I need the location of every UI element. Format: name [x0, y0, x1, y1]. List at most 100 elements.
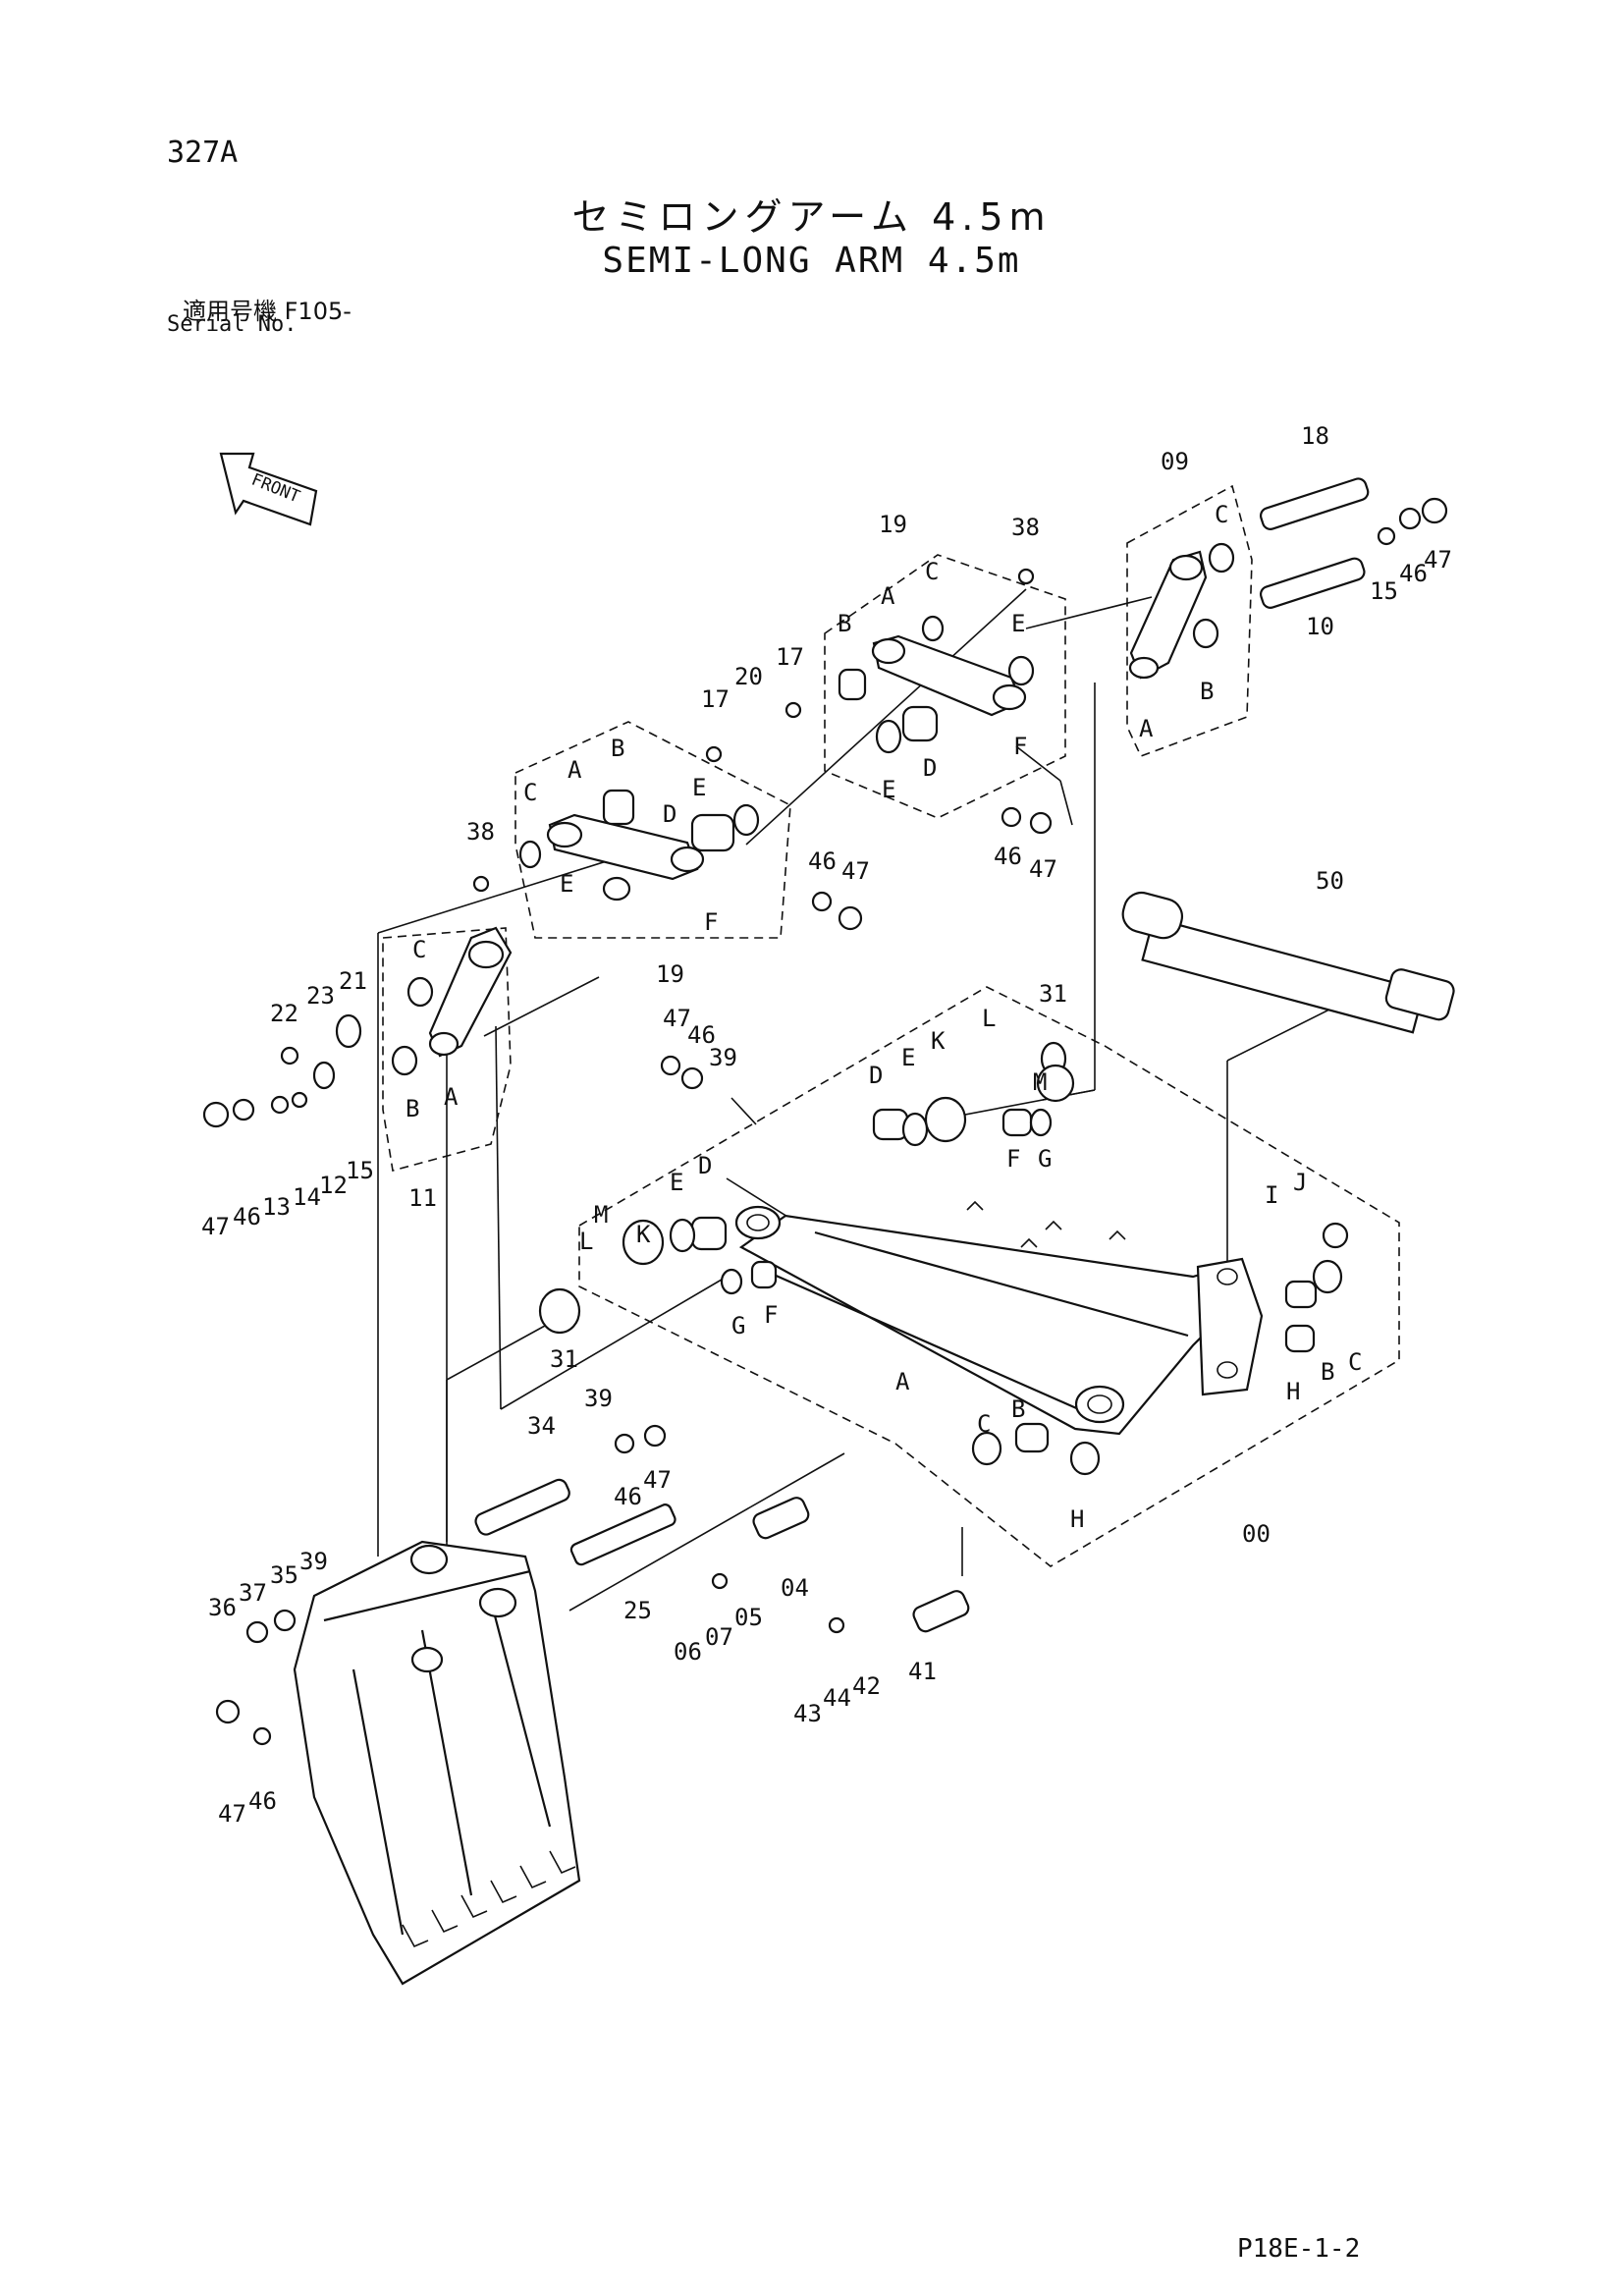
part-letter: E: [901, 1044, 915, 1071]
callout-label: 46: [1399, 560, 1428, 587]
callout-label: 47: [1029, 855, 1057, 883]
callout-label: 43: [793, 1700, 822, 1727]
callout-label: 46: [614, 1483, 642, 1510]
part-letter: B: [1200, 678, 1214, 705]
part-letter: L: [982, 1005, 996, 1032]
callout-label: 09: [1161, 448, 1189, 475]
part-letter: G: [1038, 1145, 1052, 1173]
callout-label: 39: [299, 1548, 328, 1575]
part-letter: K: [931, 1027, 946, 1055]
callout-label: 36: [208, 1594, 237, 1621]
link-09: [1128, 542, 1235, 680]
callout-label: 11: [408, 1184, 437, 1212]
front-arrow-icon: FRONT: [219, 452, 318, 526]
callout-label: 47: [643, 1466, 672, 1494]
hydraulic-cylinder: [1121, 891, 1455, 1034]
callout-label: 10: [1306, 613, 1334, 640]
callout-label: 17: [701, 685, 730, 713]
part-letters: A B C E D F E A B C E D F E A B C A B C …: [406, 501, 1362, 1533]
callout-label: 47: [218, 1800, 246, 1828]
part-letter: D: [923, 754, 937, 782]
callout-label: 41: [908, 1658, 937, 1685]
part-letter: J: [1293, 1169, 1307, 1196]
callout-label: 46: [687, 1021, 716, 1049]
part-letter: A: [1139, 715, 1154, 742]
part-letter: B: [838, 610, 851, 637]
part-letter: E: [670, 1169, 683, 1196]
serial-label-japanese: 適用号機 F105-: [183, 298, 352, 325]
callout-label: 17: [776, 643, 804, 671]
callout-label: 25: [623, 1597, 652, 1624]
callout-label: 15: [1370, 577, 1398, 605]
part-letter: D: [698, 1152, 712, 1179]
callout-label: 35: [270, 1561, 298, 1589]
page-code: 327A: [167, 136, 239, 170]
callout-label: 39: [584, 1385, 613, 1412]
callout-label: 00: [1242, 1520, 1271, 1548]
callout-label: 47: [841, 857, 870, 885]
callout-numbers: 18 09 10 15 46 47 19 38 20 17 17 46 47 3…: [201, 422, 1452, 1828]
part-letter: G: [731, 1312, 745, 1339]
callout-label: 47: [663, 1005, 691, 1032]
callout-label: 38: [466, 818, 495, 846]
callout-label: 21: [339, 967, 367, 995]
part-letter: A: [568, 756, 582, 784]
callout-label: 07: [705, 1623, 733, 1651]
part-letter: E: [882, 776, 895, 803]
callout-label: 19: [656, 960, 684, 988]
bucket: [293, 1540, 581, 1986]
part-letter: C: [1348, 1348, 1362, 1376]
page-title-japanese: セミロングアーム 4.5m: [571, 195, 1052, 239]
callout-label: 05: [734, 1604, 763, 1631]
part-letter: C: [412, 936, 426, 963]
callout-label: 44: [823, 1684, 851, 1712]
part-letter: C: [925, 558, 939, 585]
callout-label: 20: [734, 663, 763, 690]
part-letter: F: [1006, 1145, 1020, 1173]
part-letter: L: [579, 1228, 593, 1255]
part-letter: C: [1215, 501, 1228, 528]
page-title-english: SEMI-LONG ARM 4.5m: [602, 241, 1021, 281]
part-letter: D: [869, 1062, 883, 1089]
callout-label: 47: [1424, 546, 1452, 574]
callout-label: 46: [233, 1203, 261, 1230]
part-letter: B: [1321, 1358, 1334, 1386]
part-letter: A: [444, 1083, 459, 1111]
callout-label: 31: [550, 1345, 578, 1373]
part-letter: E: [692, 774, 706, 801]
callout-label: 18: [1301, 422, 1329, 450]
callout-label: 39: [709, 1044, 737, 1071]
callout-label: 46: [994, 843, 1022, 870]
callout-label: 46: [248, 1787, 277, 1815]
callout-label: 50: [1316, 867, 1344, 895]
link-19-lower: [518, 789, 760, 902]
part-letter: E: [560, 870, 573, 898]
callout-label: 37: [239, 1579, 267, 1607]
callout-label: 42: [852, 1672, 881, 1700]
part-letter: B: [1011, 1395, 1025, 1423]
callout-label: 31: [1039, 980, 1067, 1008]
callout-label: 47: [201, 1213, 230, 1240]
part-letter: F: [704, 908, 718, 936]
part-letter: C: [977, 1410, 991, 1438]
part-letter: M: [1033, 1068, 1047, 1096]
callout-label: 46: [808, 847, 837, 875]
callout-label: 14: [293, 1183, 321, 1211]
bushings-arm: [538, 1041, 1343, 1476]
part-letter: M: [594, 1201, 608, 1229]
group-outlines: [382, 484, 1400, 1567]
pins-lower: [474, 1478, 970, 1633]
part-letter: H: [1070, 1505, 1084, 1533]
callout-label: 22: [270, 1000, 298, 1027]
part-letter: H: [1286, 1378, 1300, 1405]
small-fasteners: [202, 497, 1448, 1746]
callout-label: 12: [319, 1172, 348, 1199]
callout-label: 13: [262, 1193, 291, 1221]
callout-label: 23: [306, 982, 335, 1010]
part-letter: C: [523, 779, 537, 806]
part-letter: F: [1013, 733, 1027, 760]
part-letter: B: [406, 1095, 419, 1122]
callout-label: 38: [1011, 514, 1040, 541]
part-letter: F: [764, 1301, 778, 1329]
